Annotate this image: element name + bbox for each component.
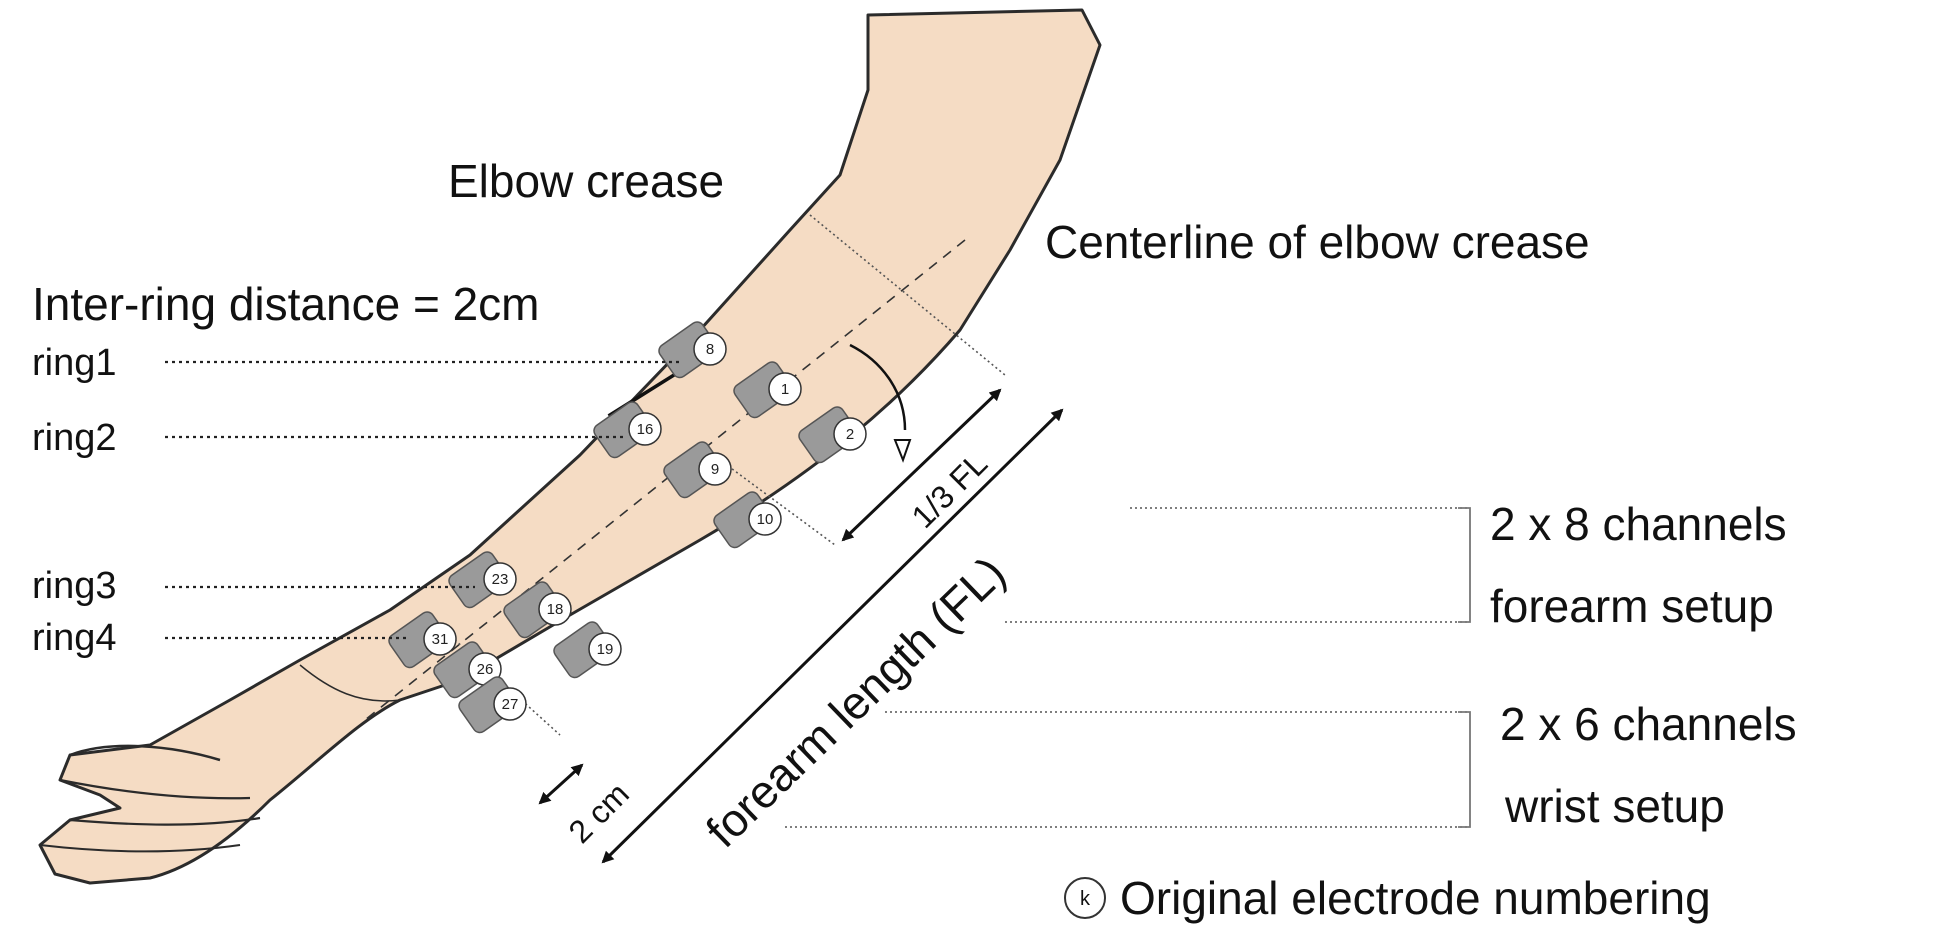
electrode-label: 9: [711, 461, 719, 478]
electrode-label: 23: [492, 571, 509, 588]
elbow-crease-label: Elbow crease: [448, 155, 724, 207]
electrode-label: 16: [637, 421, 654, 438]
electrode-27: 27: [458, 676, 527, 734]
ring3-label: ring3: [32, 565, 117, 607]
electrode-1: 1: [733, 361, 802, 419]
hand-finger-line-1: [59, 778, 251, 800]
forearm-setup-line2: forearm setup: [1490, 580, 1774, 632]
hand-finger-line-3: [39, 844, 241, 853]
ring2-label: ring2: [32, 417, 117, 459]
electrode-label: 18: [547, 601, 564, 618]
wrist-crease: [299, 664, 401, 702]
two-cm-arrow: [538, 763, 584, 805]
legend-text: Original electrode numbering: [1120, 872, 1711, 924]
electrode-8: 8: [658, 321, 727, 379]
legend-symbol: k: [1080, 888, 1091, 910]
electrode-31: 31: [388, 611, 457, 669]
forearm-setup-bracket: [1005, 507, 1471, 623]
electrode-26: 26: [433, 641, 502, 699]
centerline-label: Centerline of elbow crease: [1045, 216, 1590, 268]
wrist-setup-line2: wrist setup: [1504, 780, 1725, 832]
legend-electrode-icon: [1064, 877, 1106, 919]
wrist-setup-line1: 2 x 6 channels: [1500, 698, 1797, 750]
hand-thumb-line: [69, 744, 221, 762]
ring1-label: ring1: [32, 342, 117, 384]
electrode-label: 8: [706, 341, 714, 358]
electrode-label: 10: [757, 511, 774, 528]
elbow-crease-line: [809, 214, 1006, 376]
inter-ring-distance-label: Inter-ring distance = 2cm: [32, 278, 540, 330]
electrode-19: 19: [553, 621, 622, 679]
electrode-18: 18: [503, 581, 572, 639]
forearm-length-arrow: [601, 408, 1064, 864]
electrode-label: 31: [432, 631, 449, 648]
forearm-length-label: forearm length (FL): [696, 546, 1015, 857]
electrode-label: 27: [502, 696, 519, 713]
rotation-arrowhead: [893, 439, 912, 463]
ring4-label: ring4: [32, 617, 117, 659]
wrist-setup-bracket: [785, 711, 1471, 828]
electrode-label: 2: [846, 426, 854, 443]
hand-finger-line-2: [69, 816, 261, 826]
electrode-23: 23: [448, 551, 517, 609]
electrode-label: 19: [597, 641, 614, 658]
legend: k Original electrode numbering: [1064, 872, 1711, 924]
electrode-label: 26: [477, 661, 494, 678]
forearm-setup-line1: 2 x 8 channels: [1490, 498, 1787, 550]
electrode-label: 1: [781, 381, 789, 398]
